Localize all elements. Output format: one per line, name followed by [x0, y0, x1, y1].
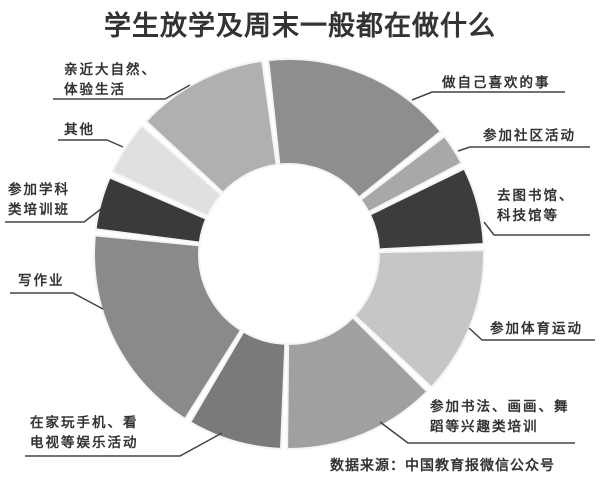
leader-line — [10, 292, 104, 310]
segment-label-line: 亲近大自然、 — [64, 62, 157, 78]
leader-line — [5, 208, 102, 223]
donut-segment — [93, 234, 243, 421]
donut-segment — [353, 249, 485, 389]
segment-label-line: 电视等娱乐活动 — [30, 435, 139, 451]
segment-label-line: 参加书法、画画、舞 — [430, 399, 570, 415]
leader-line — [483, 221, 590, 236]
donut-segment — [359, 135, 463, 214]
segment-label: 写作业 — [18, 271, 65, 291]
segment-label-line: 做自己喜欢的事 — [442, 75, 551, 91]
donut-segment — [286, 316, 429, 450]
segment-label: 去图书馆、科技馆等 — [497, 186, 575, 226]
segment-label-line: 类培训班 — [8, 202, 70, 218]
segment-label-line: 参加社区活动 — [483, 128, 576, 144]
segment-label-line: 参加学科 — [8, 182, 70, 198]
donut-segment — [189, 330, 287, 450]
leader-line — [457, 146, 590, 152]
leader-line — [25, 432, 223, 457]
segment-label-line: 科技馆等 — [497, 208, 559, 224]
segment-label-line: 写作业 — [18, 273, 65, 289]
donut-segment — [145, 59, 278, 194]
segment-label: 其他 — [64, 120, 95, 140]
segment-label-line: 在家玩手机、看 — [30, 415, 139, 431]
donut-segment — [111, 124, 223, 218]
segment-label: 做自己喜欢的事 — [442, 73, 551, 93]
leader-line — [468, 327, 595, 341]
segment-label-line: 体验生活 — [64, 82, 126, 98]
chart-title: 学生放学及周末一般都在做什么 — [104, 11, 496, 42]
leader-line — [379, 421, 575, 444]
donut-segment — [267, 58, 442, 199]
data-source: 数据来源：中国教育报微信公众号 — [330, 458, 555, 474]
leader-line — [411, 91, 565, 101]
segment-label: 亲近大自然、体验生活 — [64, 60, 157, 100]
donut-segments — [93, 58, 485, 450]
segment-label: 在家玩手机、看电视等娱乐活动 — [30, 413, 139, 453]
segment-label: 参加学科类培训班 — [8, 180, 70, 220]
leader-line — [53, 84, 191, 100]
leader-lines — [5, 84, 595, 457]
segment-label: 参加社区活动 — [483, 126, 576, 146]
segment-label: 参加书法、画画、舞蹈等兴趣类培训 — [430, 397, 570, 437]
segment-label: 参加体育运动 — [490, 319, 583, 339]
donut-segment — [368, 167, 485, 251]
segment-label-line: 去图书馆、 — [497, 188, 575, 204]
donut-segment — [94, 176, 208, 244]
segment-label-line: 其他 — [64, 122, 95, 138]
segment-label-line: 蹈等兴趣类培训 — [430, 419, 539, 435]
leader-line — [58, 139, 124, 148]
segment-label-line: 参加体育运动 — [490, 321, 583, 337]
